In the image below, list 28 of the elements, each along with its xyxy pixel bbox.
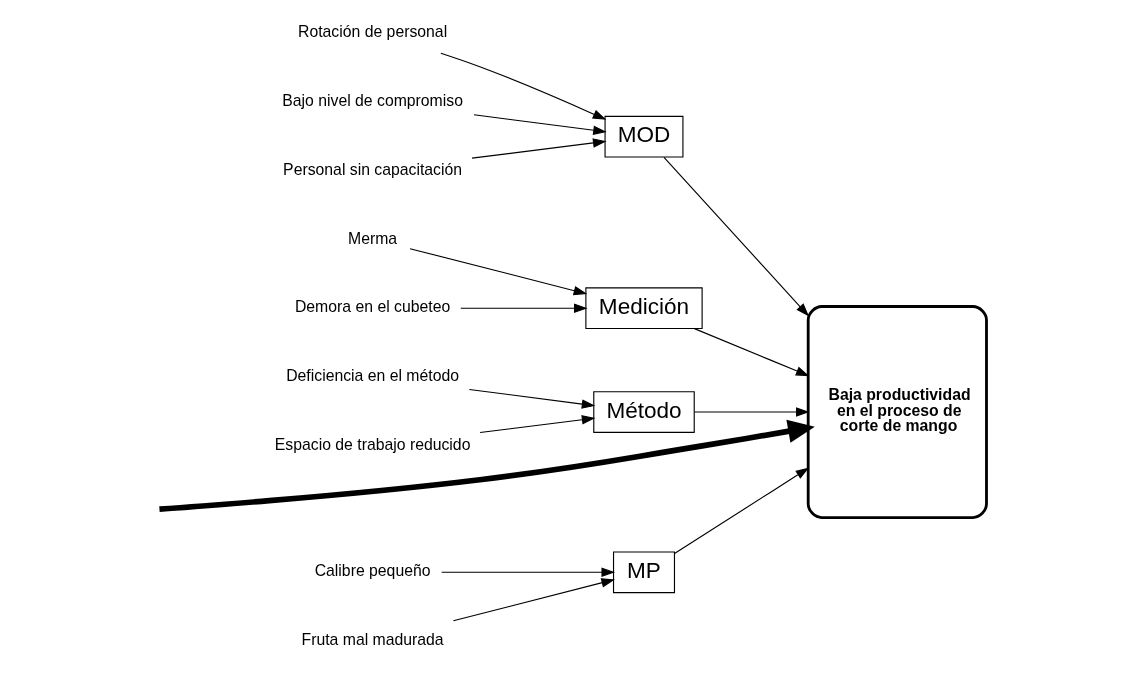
arrow	[473, 114, 607, 135]
arrow	[479, 415, 596, 434]
node-box: Método	[593, 391, 695, 433]
node-text: Calibre pequeño	[314, 562, 431, 580]
arrow	[693, 407, 810, 417]
node-text: Rotación de personal	[298, 23, 448, 41]
node-text: Bajo nivel de compromiso	[282, 91, 463, 109]
node-text: Fruta mal madurada	[301, 631, 444, 649]
arrow	[452, 578, 615, 622]
node-text: Personal sin capacitación	[283, 160, 463, 178]
node-text: Espacio de trabajo reducido	[274, 436, 471, 454]
arrow	[460, 303, 588, 313]
arrow	[693, 328, 810, 377]
node-box: MOD	[604, 115, 684, 158]
arrow	[471, 138, 607, 159]
arrow	[468, 388, 596, 409]
arrow	[409, 248, 588, 296]
arrow	[663, 156, 810, 317]
arrow	[159, 419, 815, 512]
arrow	[674, 467, 810, 554]
arrow	[441, 567, 616, 578]
node-text: Merma	[348, 229, 398, 247]
node-box: Medición	[585, 287, 703, 330]
node-box: Baja productividad en el proceso de corte de mango	[806, 305, 988, 519]
node-text: Demora en el cubeteo	[294, 298, 451, 316]
node-text: Deficiencia en el método	[286, 367, 460, 385]
arrow	[440, 52, 607, 120]
node-box: MP	[612, 551, 676, 594]
